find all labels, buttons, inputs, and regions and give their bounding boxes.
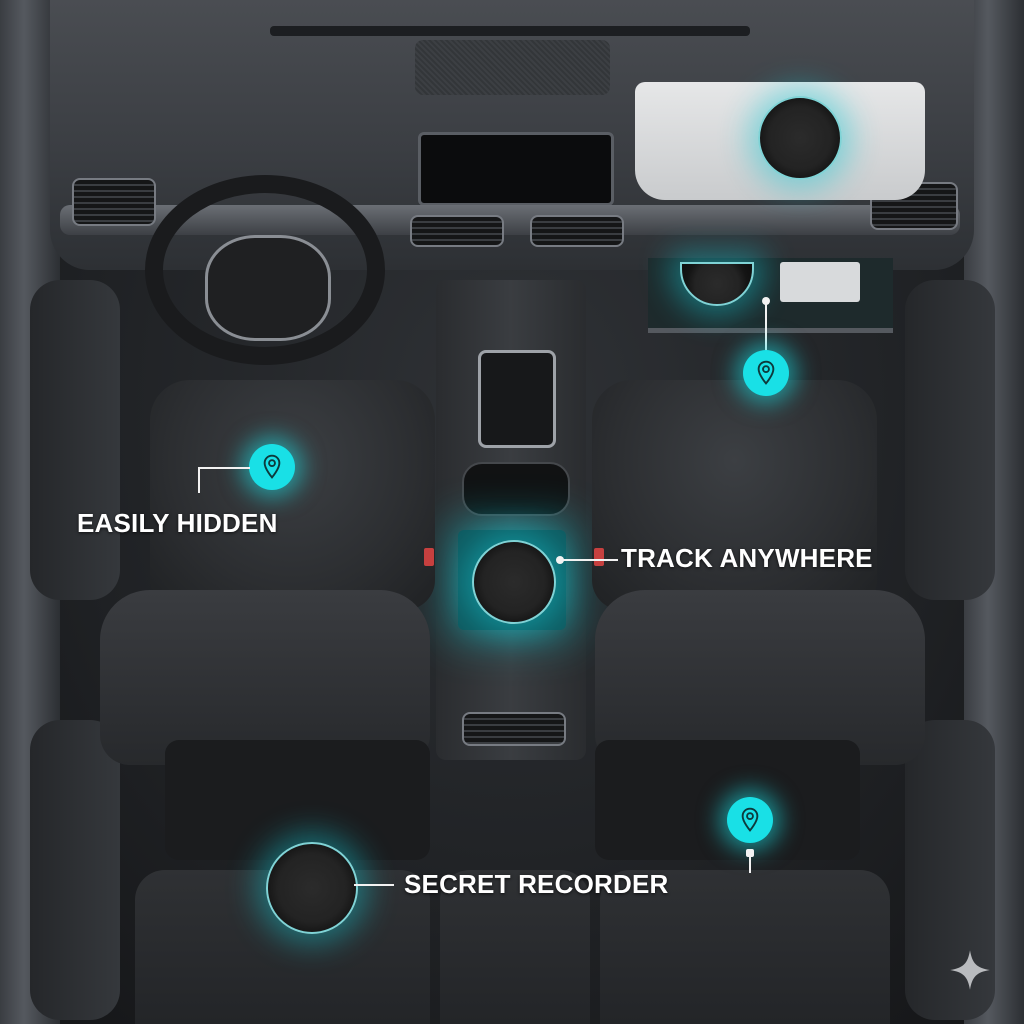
rear-floor-leader [749,853,751,873]
location-pin-icon [757,360,775,385]
front-right-door [905,280,995,600]
rear-floor-location-pin [727,797,773,843]
driver-seatbelt-buckle [424,548,434,566]
rear-left-door [30,720,120,1020]
visor-tracker-device [758,96,842,180]
passenger-seat-cushion [595,590,925,765]
easily-hidden-leader-h [198,467,250,469]
driver-seat-location-pin [249,444,295,490]
driver-seat-backrest [150,380,435,610]
easily-hidden-leader-v [198,467,200,493]
rear-seat-tracker-device [266,842,358,934]
center-air-vent-left [410,215,504,247]
front-left-door [30,280,120,600]
console-tracker-device [472,540,556,624]
location-pin-icon [741,807,759,832]
glovebox-leader [765,301,767,351]
defrost-vent [270,26,750,36]
callout-secret-recorder: SECRET RECORDER [404,869,669,899]
rear-seat-middle [440,870,590,1024]
cup-holders [462,462,570,516]
glovebox-location-pin [743,350,789,396]
location-pin-icon [263,454,281,479]
callout-track-anywhere: TRACK ANYWHERE [621,543,873,573]
center-air-vent-right [530,215,624,247]
rear-seat-right [600,870,890,1024]
glovebox-document [780,262,860,302]
sparkle-icon [950,950,990,990]
steering-wheel-hub [205,235,331,341]
secret-recorder-leader [354,884,394,886]
rear-left-floor-mat [165,740,430,860]
passenger-seat-backrest [592,380,877,610]
gear-shifter [478,350,556,448]
passenger-seatbelt-buckle [594,548,604,566]
dash-speaker-grille [415,40,610,95]
rear-right-floor-mat [595,740,860,860]
track-anywhere-leader [560,559,618,561]
left-air-vent [72,178,156,226]
driver-seat-cushion [100,590,430,765]
rear-air-vent [462,712,566,746]
callout-easily-hidden: EASILY HIDDEN [77,508,278,538]
infotainment-screen [418,132,614,206]
